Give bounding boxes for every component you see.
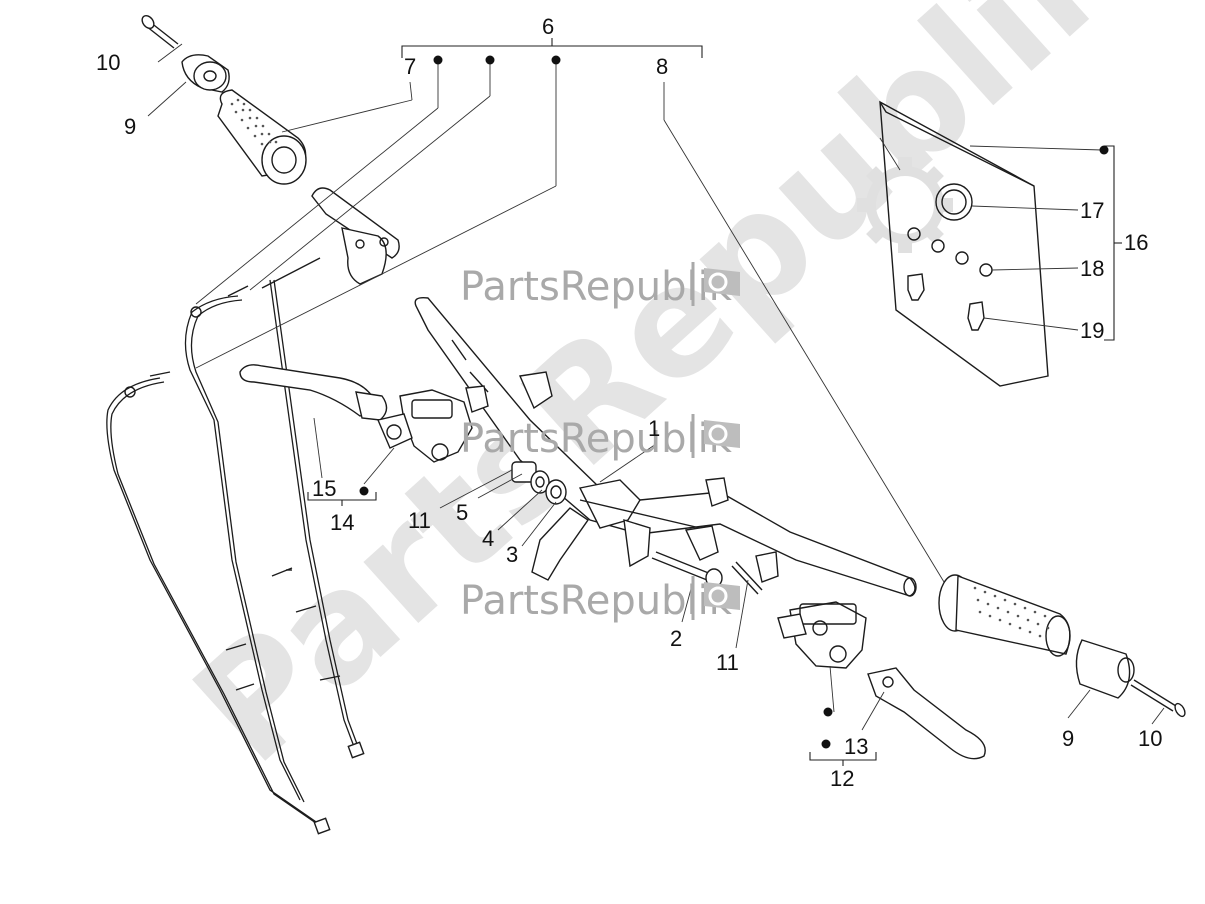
brackets bbox=[307, 38, 1122, 766]
background-watermark-text: PartsRepublik bbox=[163, 0, 1161, 797]
watermark-text-3: PartsRepublik bbox=[460, 578, 733, 624]
brake-lever-left bbox=[239, 364, 388, 421]
bar-end-weight-right bbox=[1075, 639, 1135, 699]
callout-11-right: 11 bbox=[716, 650, 739, 675]
end-bolt-right bbox=[1130, 679, 1186, 718]
handlebar-tube bbox=[414, 296, 917, 597]
watermark-logo-1: PartsRepublik bbox=[460, 262, 740, 310]
split-pin bbox=[731, 561, 763, 595]
grip-left bbox=[217, 89, 307, 185]
brake-lever-right bbox=[867, 667, 986, 760]
callout-8: 8 bbox=[656, 54, 668, 79]
callout-14: 14 bbox=[330, 510, 354, 535]
callout-10-top: 10 bbox=[96, 50, 120, 75]
throttle-cable bbox=[106, 257, 365, 835]
callout-7: 7 bbox=[404, 54, 416, 79]
end-bolt-top bbox=[141, 14, 179, 49]
callout-17: 17 bbox=[1080, 198, 1104, 223]
callout-3: 3 bbox=[506, 542, 518, 567]
watermark-text-2: PartsRepublik bbox=[460, 416, 733, 462]
callout-18: 18 bbox=[1080, 256, 1104, 281]
callout-10-right: 10 bbox=[1138, 726, 1162, 751]
watermark-logo-3: PartsRepublik bbox=[460, 576, 740, 624]
gear-flag-icon bbox=[704, 420, 740, 448]
callout-6: 6 bbox=[542, 14, 554, 39]
kit-marker-a-icon bbox=[485, 55, 495, 65]
callout-12: 12 bbox=[830, 766, 854, 791]
spacer-set bbox=[511, 461, 567, 505]
callout-11-left: 11 bbox=[408, 508, 431, 533]
callout-2: 2 bbox=[670, 626, 682, 651]
kit-marker-16-icon bbox=[1099, 145, 1109, 155]
kit-marker-12b-icon bbox=[823, 707, 833, 717]
callout-9-right: 9 bbox=[1062, 726, 1074, 751]
bolt-2 bbox=[651, 551, 723, 588]
callout-19: 19 bbox=[1080, 318, 1104, 343]
kit-marker-b-icon bbox=[551, 55, 561, 65]
kit-marker-7-icon bbox=[433, 55, 443, 65]
master-cylinder-right bbox=[777, 601, 867, 669]
kit-marker-12-icon bbox=[821, 739, 831, 749]
leader-lines bbox=[147, 43, 1165, 731]
callout-4: 4 bbox=[482, 526, 494, 551]
grip-right bbox=[938, 574, 1071, 657]
callout-9-top: 9 bbox=[124, 114, 136, 139]
kit-markers bbox=[359, 55, 1109, 749]
callout-13: 13 bbox=[844, 734, 868, 759]
callout-16: 16 bbox=[1124, 230, 1148, 255]
watermark-text-1: PartsRepublik bbox=[460, 264, 733, 310]
callout-5: 5 bbox=[456, 500, 468, 525]
watermark-logo-2: PartsRepublik bbox=[460, 414, 740, 462]
gear-flag-icon bbox=[704, 268, 740, 296]
master-cylinder-left bbox=[377, 389, 473, 463]
throttle-tube bbox=[311, 187, 400, 285]
callout-15: 15 bbox=[312, 476, 336, 501]
gear-flag-icon bbox=[704, 582, 740, 610]
background-watermark: PartsRepublik bbox=[163, 0, 1161, 797]
kit-marker-14-icon bbox=[359, 486, 369, 496]
background-gear-icon bbox=[857, 157, 953, 253]
seal-kit-bag bbox=[879, 100, 1049, 387]
callout-1: 1 bbox=[648, 416, 660, 441]
bar-end-weight-top bbox=[181, 54, 230, 93]
callout-labels: 6 7 8 10 9 17 16 18 19 1 15 14 11 5 4 3 … bbox=[96, 14, 1162, 791]
